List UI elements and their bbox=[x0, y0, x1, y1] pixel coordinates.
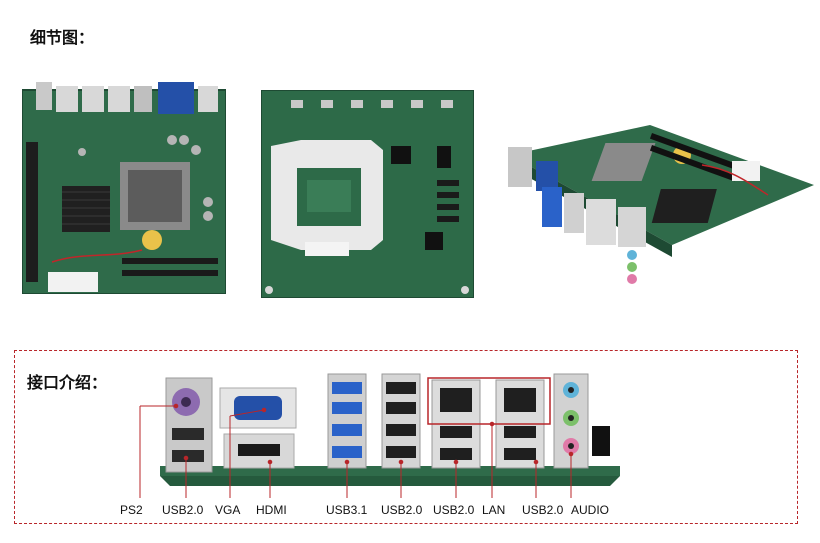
port-label-usb20: USB2.0 bbox=[433, 503, 475, 517]
port-label-hdmi: HDMI bbox=[256, 503, 287, 517]
port-label-audio: AUDIO bbox=[571, 503, 610, 517]
port-label-ps2: PS2 bbox=[120, 503, 143, 517]
port-label-usb20: USB2.0 bbox=[381, 503, 423, 517]
port-label-vga: VGA bbox=[215, 503, 241, 517]
interface-panel-frame bbox=[14, 350, 798, 524]
board-back-view-photo bbox=[261, 90, 474, 298]
port-label-usb31: USB3.1 bbox=[326, 503, 368, 517]
board-top-view-photo bbox=[22, 82, 226, 294]
detail-section-title: 细节图： bbox=[30, 30, 95, 47]
interface-section-title: 接口介绍： bbox=[27, 375, 108, 392]
port-label-usb20: USB2.0 bbox=[162, 503, 204, 517]
rear-io-panel-photo bbox=[139, 373, 620, 498]
board-angle-view-photo bbox=[508, 125, 814, 284]
port-label-usb20: USB2.0 bbox=[522, 503, 564, 517]
hdmi-port-icon bbox=[238, 444, 280, 456]
port-label-lan: LAN bbox=[482, 503, 506, 517]
lan-highlight-box bbox=[427, 377, 551, 425]
vga-port-icon bbox=[234, 396, 282, 420]
